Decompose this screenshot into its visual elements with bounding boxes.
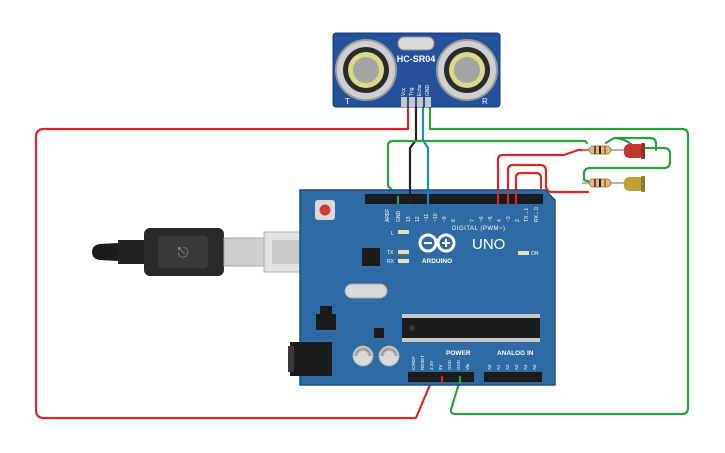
wires	[34, 105, 690, 420]
yellow-led	[618, 176, 645, 192]
svg-text:8: 8	[451, 219, 457, 222]
svg-text:RX: RX	[387, 259, 395, 265]
arduino-uno-board[interactable]: AREF GND 13 12 ~11 ~10 ~9 8 7 ~6 ~5 4 ~3…	[288, 189, 556, 386]
sensor-mark-r: R	[482, 97, 488, 106]
wire-pin2-to-yellow-led	[506, 163, 590, 198]
atmega-chip	[402, 314, 540, 342]
arduino-logo	[418, 233, 456, 253]
sensor-crystal	[397, 36, 435, 51]
svg-text:RESET: RESET	[420, 355, 425, 370]
svg-text:A0: A0	[487, 364, 492, 370]
resistor-2	[582, 178, 618, 188]
crystal	[344, 283, 388, 299]
power-jack	[288, 342, 332, 376]
svg-text:A3: A3	[514, 364, 519, 370]
svg-text:~10: ~10	[433, 213, 439, 222]
svg-text:~11: ~11	[424, 214, 430, 222]
svg-text:GND: GND	[447, 359, 452, 370]
red-led	[618, 143, 645, 159]
voltage-regulator	[316, 314, 336, 330]
svg-text:7: 7	[470, 219, 476, 222]
wire-trig-to-12	[408, 105, 418, 198]
digital-pin-labels: AREF GND 13 12 ~11 ~10 ~9 8 7 ~6 ~5 4 ~3…	[385, 207, 540, 222]
wire-ends	[396, 190, 518, 384]
svg-text:2: 2	[515, 219, 521, 222]
status-leds: L TX RX	[387, 230, 409, 265]
wire-gnd-to-power-gnd	[428, 105, 690, 416]
sensor-pin-gnd: GND	[425, 85, 431, 97]
analog-pin-labels: A0 A1 A2 A3 A4 A5	[487, 364, 537, 370]
on-led	[518, 251, 529, 255]
svg-text:~3: ~3	[506, 216, 512, 222]
svg-text:AREF: AREF	[385, 209, 391, 222]
resistor-1	[582, 145, 618, 155]
sensor-header-pins	[401, 97, 431, 107]
digital-header-label: DIGITAL (PWM~)	[452, 226, 506, 232]
svg-text:4: 4	[497, 219, 503, 222]
svg-text:Vin: Vin	[465, 363, 470, 370]
red-led-assembly[interactable]	[582, 143, 645, 159]
sensor-mark-t: T	[345, 97, 350, 106]
svg-text:~9: ~9	[442, 216, 448, 222]
wire-pin4-to-red-led	[496, 148, 592, 198]
yellow-led-assembly[interactable]	[582, 176, 645, 192]
power-header-label: POWER	[446, 350, 471, 357]
svg-text:RX←0: RX←0	[534, 207, 540, 222]
wire-led-gnd-return	[582, 146, 672, 184]
svg-text:GND: GND	[456, 359, 461, 370]
sensor-pin-trig: Trig	[409, 87, 415, 96]
wire-echo-to-11	[421, 105, 430, 198]
usb-icon: ⎋	[177, 244, 188, 260]
power-pin-labels: IOREF RESET 3.3V 5V GND GND Vin	[411, 355, 470, 370]
small-ic	[374, 328, 384, 338]
svg-text:~5: ~5	[488, 216, 494, 222]
svg-text:TX: TX	[387, 250, 394, 256]
svg-text:A2: A2	[505, 364, 510, 370]
svg-text:IOREF: IOREF	[411, 356, 416, 370]
analog-header-label: ANALOG IN	[497, 350, 534, 357]
analog-header	[484, 372, 542, 382]
svg-text:3.3V: 3.3V	[429, 361, 434, 370]
svg-text:13: 13	[406, 216, 412, 222]
svg-text:A4: A4	[523, 364, 528, 370]
wire-vcc-to-5v	[34, 105, 434, 420]
svg-text:~6: ~6	[479, 216, 485, 222]
svg-text:L: L	[391, 231, 394, 237]
reset-button[interactable]	[315, 200, 335, 220]
wire-pin3-extra	[514, 171, 543, 198]
sensor-pin-echo: Echo	[417, 84, 423, 96]
on-label: ON	[531, 251, 539, 257]
svg-text:TX→1: TX→1	[524, 208, 530, 222]
capacitors	[352, 345, 400, 367]
svg-text:GND: GND	[396, 211, 402, 223]
digital-header	[365, 194, 543, 204]
svg-text:12: 12	[415, 216, 421, 222]
usb-cable: ⎋	[92, 228, 309, 276]
hc-sr04-sensor[interactable]: HC-SR04 Vcc Trig Echo GND T R	[332, 32, 501, 108]
sensor-pin-vcc: Vcc	[401, 87, 407, 96]
usb-chip	[362, 248, 380, 266]
board-model-label: UNO	[472, 236, 505, 253]
svg-text:A1: A1	[496, 364, 501, 370]
sensor-model-label: HC-SR04	[397, 54, 436, 64]
svg-text:A5: A5	[532, 364, 537, 370]
svg-text:5V: 5V	[438, 364, 443, 370]
board-brand-label: ARDUINO	[422, 258, 452, 265]
